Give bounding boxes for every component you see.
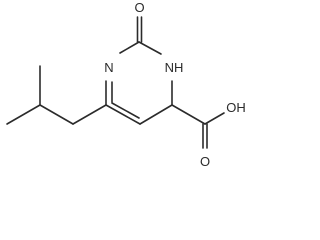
bond-cooh-oh xyxy=(204,112,225,125)
bond-c4-c5 xyxy=(139,104,173,125)
bond-c5-c6-inner xyxy=(111,102,140,119)
ring-nitrogen-n3-label: NH xyxy=(165,60,184,75)
bond-ch2-ch xyxy=(39,104,74,125)
bond-c6-ch2 xyxy=(72,104,107,125)
ring-nitrogen-n1-label: N xyxy=(104,60,113,75)
bond-c2-n1 xyxy=(119,41,140,54)
bond-c4-cooh xyxy=(171,104,206,125)
bond-c5-c6 xyxy=(105,104,141,125)
bond-c2-n3 xyxy=(138,41,162,55)
hydroxyl-label: OH xyxy=(226,100,246,115)
chemical-structure-diagram: O N NH OH O xyxy=(6,0,246,169)
acid-oxygen-label: O xyxy=(200,154,210,169)
carbonyl-oxygen-label: O xyxy=(134,0,144,15)
bond-ch-ch3-left xyxy=(6,104,41,125)
